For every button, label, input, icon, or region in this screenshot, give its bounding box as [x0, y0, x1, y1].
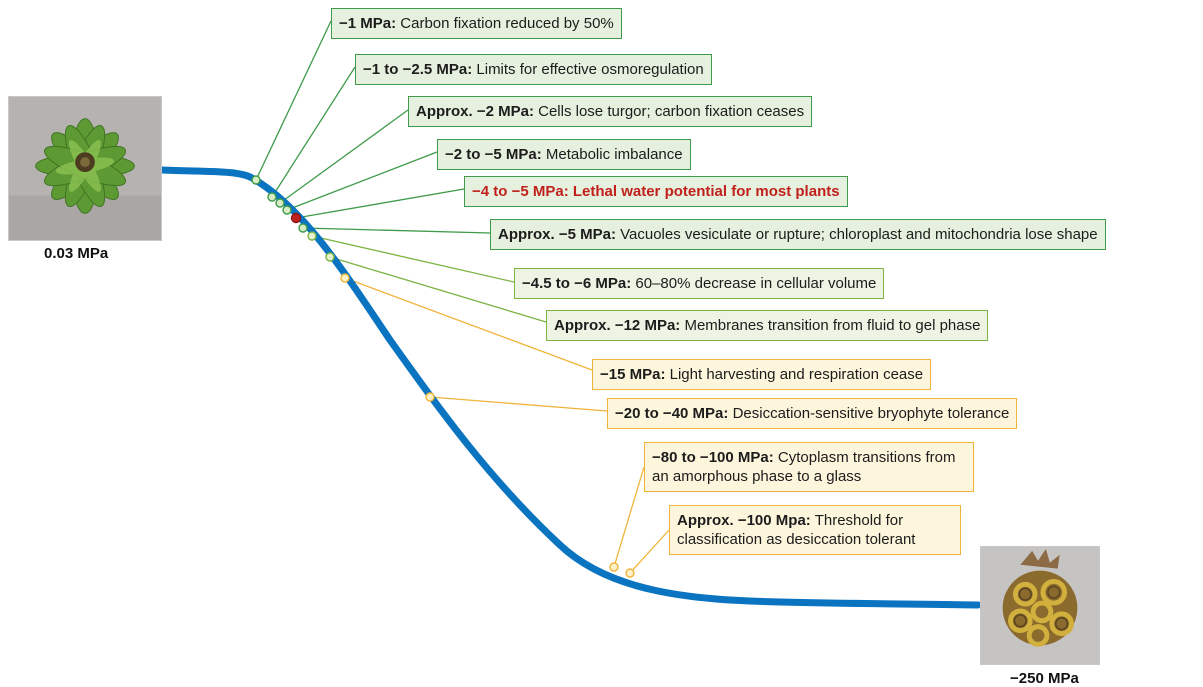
marker-cellular-volume-decrease: [307, 231, 317, 241]
connector-membranes-gel-phase: [329, 256, 547, 323]
connector-metabolic-imbalance: [286, 151, 438, 211]
label-value: −4.5 to −6 MPa:: [522, 275, 632, 292]
label-text: Cytoplasm transitions from an amorphous …: [652, 449, 956, 485]
label-value: −80 to −100 MPa:: [652, 449, 774, 466]
start-water-potential-caption: 0.03 MPa: [44, 245, 109, 262]
label-membranes-gel-phase: Approx. −12 MPa: Membranes transition fr…: [546, 310, 989, 341]
marker-metabolic-imbalance: [282, 205, 292, 215]
connector-carbon-fixation-reduced: [255, 20, 332, 181]
label-desiccation-tolerant-threshold: Approx. −100 Mpa: Threshold for classifi…: [669, 505, 961, 555]
connector-cellular-volume-decrease: [311, 235, 515, 283]
label-value: Approx. −100 Mpa:: [677, 512, 811, 529]
dried-curled-plant-photo: [980, 546, 1100, 665]
label-cells-lose-turgor: Approx. −2 MPa: Cells lose turgor; carbo…: [408, 96, 813, 127]
marker-light-harvesting-cease: [340, 273, 350, 283]
connector-cells-lose-turgor: [279, 109, 409, 204]
label-value: −2 to −5 MPa:: [445, 146, 542, 163]
label-vacuoles-vesiculate: Approx. −5 MPa: Vacuoles vesiculate or r…: [490, 219, 1106, 250]
marker-lethal-water-potential: [290, 212, 302, 224]
label-lethal-water-potential: −4 to −5 MPa: Lethal water potential for…: [464, 176, 848, 207]
label-text: Membranes transition from fluid to gel p…: [684, 317, 981, 334]
connector-lines: [255, 20, 670, 574]
label-cytoplasm-glass: −80 to −100 MPa: Cytoplasm transitions f…: [644, 442, 974, 492]
label-text: Threshold for classification as desiccat…: [677, 512, 916, 548]
connector-light-harvesting-cease: [344, 277, 593, 371]
marker-vacuoles-vesiculate: [298, 223, 308, 233]
label-bryophyte-tolerance: −20 to −40 MPa: Desiccation-sensitive br…: [607, 398, 1018, 429]
connector-bryophyte-tolerance: [429, 396, 608, 412]
label-value: Approx. −5 MPa:: [498, 226, 616, 243]
marker-membranes-gel-phase: [325, 252, 335, 262]
label-light-harvesting-cease: −15 MPa: Light harvesting and respiratio…: [592, 359, 932, 390]
connector-lethal-water-potential: [295, 188, 465, 219]
label-value: −20 to −40 MPa:: [615, 405, 729, 422]
label-value: −1 MPa:: [339, 15, 397, 32]
marker-bryophyte-tolerance: [425, 392, 435, 402]
marker-cells-lose-turgor: [275, 198, 285, 208]
connector-vacuoles-vesiculate: [302, 227, 491, 234]
label-text: Cells lose turgor; carbon fixation cease…: [538, 103, 805, 120]
green-rosette-plant-photo: [8, 96, 162, 241]
marker-carbon-fixation-reduced: [251, 175, 261, 185]
label-text: 60–80% decrease in cellular volume: [635, 275, 877, 292]
label-metabolic-imbalance: −2 to −5 MPa: Metabolic imbalance: [437, 139, 691, 170]
label-cellular-volume-decrease: −4.5 to −6 MPa: 60–80% decrease in cellu…: [514, 268, 885, 299]
label-text: Metabolic imbalance: [545, 146, 683, 163]
label-text: Vacuoles vesiculate or rupture; chloropl…: [620, 226, 1098, 243]
marker-osmoregulation-limits: [267, 192, 277, 202]
marker-desiccation-tolerant-threshold: [625, 568, 635, 578]
label-text: Lethal water potential for most plants: [572, 183, 840, 200]
label-carbon-fixation-reduced: −1 MPa: Carbon fixation reduced by 50%: [331, 8, 622, 39]
end-water-potential-caption: −250 MPa: [1010, 670, 1079, 687]
water-potential-curve: [158, 166, 982, 609]
label-value: Approx. −12 MPa:: [554, 317, 681, 334]
label-text: Carbon fixation reduced by 50%: [400, 15, 614, 32]
connector-desiccation-tolerant-threshold: [629, 529, 670, 574]
label-value: −4 to −5 MPa:: [472, 183, 569, 200]
label-text: Limits for effective osmoregulation: [476, 61, 704, 78]
connector-osmoregulation-limits: [271, 66, 356, 198]
label-text: Light harvesting and respiration cease: [669, 366, 924, 383]
marker-cytoplasm-glass: [609, 562, 619, 572]
connector-cytoplasm-glass: [613, 466, 645, 568]
curve-markers: [251, 175, 635, 578]
label-value: Approx. −2 MPa:: [416, 103, 534, 120]
label-text: Desiccation-sensitive bryophyte toleranc…: [732, 405, 1010, 422]
label-osmoregulation-limits: −1 to −2.5 MPa: Limits for effective osm…: [355, 54, 712, 85]
label-value: −15 MPa:: [600, 366, 666, 383]
label-value: −1 to −2.5 MPa:: [363, 61, 473, 78]
